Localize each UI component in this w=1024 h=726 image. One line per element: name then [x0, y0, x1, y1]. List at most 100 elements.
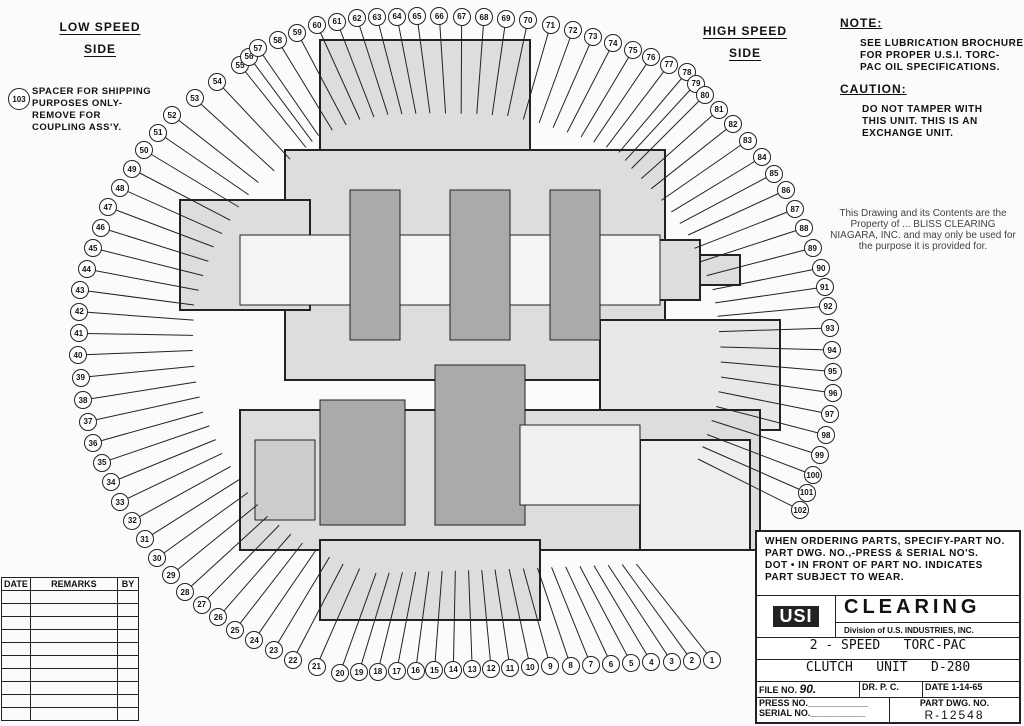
callout-6: 6 [602, 655, 620, 673]
callout-70: 70 [519, 11, 537, 29]
drawing-date: DATE 1-14-65 [925, 682, 983, 692]
callout-11: 11 [501, 659, 519, 677]
callout-5: 5 [622, 654, 641, 673]
callout-26: 26 [209, 608, 228, 627]
callout-59: 59 [288, 23, 307, 42]
leader-line [593, 57, 652, 143]
callout-34: 34 [102, 473, 120, 492]
remarks-row [1, 707, 139, 721]
drawn-by: DR. P. C. [860, 682, 923, 697]
col-date: DATE [1, 577, 31, 591]
leader-line [415, 571, 430, 671]
leader-line [687, 189, 787, 236]
callout-81: 81 [710, 100, 728, 119]
leader-line [605, 64, 670, 148]
callout-28: 28 [176, 583, 194, 601]
leader-line [273, 556, 330, 651]
serial-no: SERIAL NO.___________ [759, 708, 866, 718]
bearing [254, 439, 316, 521]
drawing-title-2: CLUTCH UNIT D-280 [757, 660, 1019, 682]
leader-line [640, 109, 720, 180]
part-dwg-label: PART DWG. NO. [919, 698, 990, 708]
callout-92: 92 [819, 297, 837, 315]
remarks-row [1, 642, 139, 656]
callout-32: 32 [123, 511, 142, 530]
callout-86: 86 [777, 181, 795, 199]
callout-36: 36 [84, 434, 102, 452]
leader-line [702, 446, 807, 493]
leader-line [82, 381, 197, 401]
callout-97: 97 [820, 405, 839, 423]
leader-line [277, 40, 333, 131]
leader-line [157, 132, 249, 196]
callout-72: 72 [564, 21, 582, 39]
col-remarks: REMARKS [29, 577, 119, 591]
leader-line [468, 570, 473, 670]
leader-line [131, 168, 231, 221]
leader-line [80, 365, 195, 378]
callout-68: 68 [475, 8, 493, 26]
leader-line [636, 563, 713, 661]
callout-30: 30 [148, 549, 166, 567]
leader-line [377, 572, 403, 673]
leader-line [721, 376, 834, 394]
callout-39: 39 [71, 368, 90, 387]
leader-line [460, 16, 463, 114]
gear-shaft [519, 424, 641, 506]
leader-line [156, 492, 249, 559]
leader-line [358, 572, 390, 673]
callout-31: 31 [135, 530, 154, 549]
callout-3: 3 [662, 652, 681, 671]
callout-46: 46 [91, 218, 110, 237]
callout-80: 80 [696, 86, 714, 104]
callout-9: 9 [541, 657, 560, 676]
leader-line [194, 97, 275, 172]
callout-101: 101 [797, 483, 816, 502]
leader-line [416, 15, 431, 114]
callout-91: 91 [815, 278, 834, 296]
leader-line [336, 21, 375, 118]
clutch-pack-3 [549, 189, 601, 341]
callout-58: 58 [268, 31, 287, 50]
remarks-table: DATE REMARKS BY [1, 577, 139, 721]
leader-line [551, 567, 592, 665]
callout-65: 65 [408, 7, 426, 25]
leader-line [86, 268, 199, 291]
proprietary-notice: This Drawing and its Contents are the Pr… [830, 208, 1016, 252]
callout-8: 8 [561, 656, 580, 675]
callout-84: 84 [753, 148, 771, 166]
callout-19: 19 [349, 663, 368, 682]
spacer-note: SPACER FOR SHIPPING PURPOSES ONLY- REMOV… [32, 86, 152, 133]
leader-line [552, 36, 594, 128]
callout-53: 53 [185, 89, 204, 108]
ordering-note: WHEN ORDERING PARTS, SPECIFY-PART NO. PA… [757, 532, 1019, 596]
callout-17: 17 [387, 662, 406, 681]
callout-89: 89 [803, 239, 822, 257]
leader-line [433, 571, 443, 671]
leader-line [110, 439, 216, 483]
callout-102: 102 [791, 501, 809, 519]
callout-14: 14 [444, 660, 463, 679]
division-name: Division of U.S. INDUSTRIES, INC. [844, 626, 974, 635]
leader-line [650, 123, 734, 190]
callout-10: 10 [521, 658, 540, 677]
leader-line [253, 549, 317, 641]
upper-housing [319, 39, 531, 161]
output-shaft [639, 439, 751, 551]
leader-line [720, 361, 833, 372]
file-no: FILE NO. 90. [757, 682, 860, 697]
callout-83: 83 [738, 131, 757, 150]
title-block: WHEN ORDERING PARTS, SPECIFY-PART NO. PA… [755, 530, 1021, 724]
leader-line [239, 64, 307, 148]
callout-43: 43 [71, 281, 89, 299]
leader-line [296, 32, 347, 126]
callout-45: 45 [84, 239, 102, 257]
callout-87: 87 [786, 200, 804, 218]
clutch-pack-2 [449, 189, 511, 341]
callout-1: 1 [703, 651, 721, 669]
callout-13: 13 [463, 660, 482, 679]
callout-60: 60 [308, 16, 326, 34]
callout-22: 22 [284, 651, 302, 669]
callout-62: 62 [348, 9, 366, 27]
